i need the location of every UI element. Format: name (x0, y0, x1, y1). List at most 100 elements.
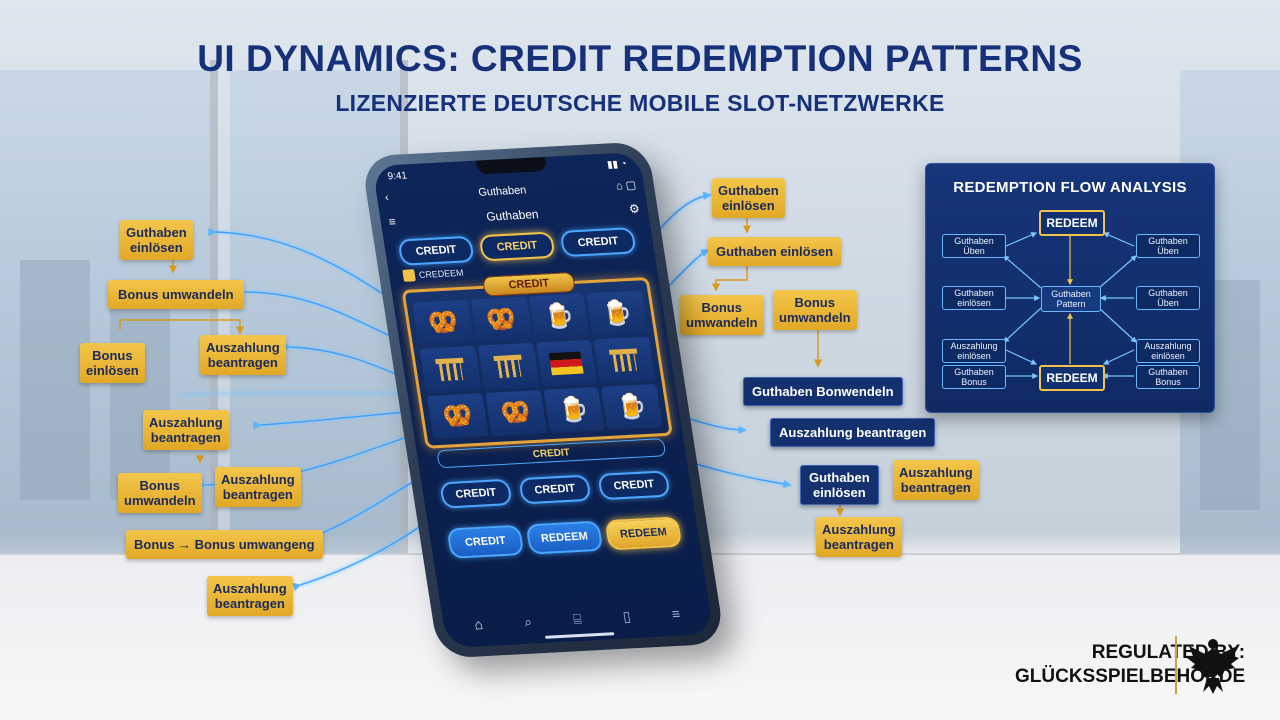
panel-left-node[interactable]: Guthaben Bonus (942, 365, 1006, 389)
left-label-guthaben-einloesen[interactable]: Guthaben einlösen (120, 220, 193, 260)
beer-icon: 🍺 (542, 386, 605, 434)
left-label-text: Auszahlung beantragen (221, 472, 295, 502)
status-time: 9:41 (386, 170, 408, 183)
nav-actions-icon[interactable]: ⌂ ▢ (615, 178, 637, 193)
left-label-text: Guthaben einlösen (126, 225, 187, 255)
right-label-guthaben-einloesen-2[interactable]: Guthaben einlösen (708, 237, 842, 266)
left-label-text: Bonus umwandeln (124, 478, 196, 508)
left-label-text: Auszahlung beantragen (213, 581, 287, 611)
gift-icon[interactable]: ⌸ (571, 610, 583, 627)
page-title: UI DYNAMICS: CREDIT REDEMPTION PATTERNS (197, 38, 1083, 79)
right-label-guthaben-einloesen[interactable]: Guthaben einlösen (712, 178, 785, 218)
header-title: Guthaben (485, 206, 540, 224)
panel-title: REDEMPTION FLOW ANALYSIS (953, 179, 1187, 196)
regulator-line-2: GLÜCKSSPIELBEHÖRDE (1015, 666, 1246, 687)
left-label-auszahlung-3[interactable]: Auszahlung beantragen (215, 467, 301, 507)
right-label-bonus-umwandeln-2[interactable]: Bonus umwandeln (773, 290, 857, 330)
panel-arrows (1003, 232, 1137, 379)
right-label-text: Guthaben einlösen (718, 183, 779, 213)
left-label-text: Auszahlung beantragen (206, 340, 280, 370)
right-label-auszahlung-beantragen[interactable]: Auszahlung beantragen (770, 418, 936, 447)
left-label-bonus-einloesen[interactable]: Bonus einlösen (80, 343, 145, 383)
credit-pill[interactable]: CREDIT (559, 227, 637, 258)
settings-icon[interactable]: ⚙ (627, 201, 641, 217)
right-label-auszahlung-2[interactable]: Auszahlung beantragen (893, 460, 979, 500)
panel-right-node[interactable]: Guthaben Bonus (1136, 365, 1200, 389)
right-label-text: Auszahlung beantragen (779, 425, 927, 440)
panel-redeem-bottom[interactable]: REDEEM (1039, 365, 1105, 391)
credit-pill[interactable]: CREDIT (439, 478, 513, 509)
signal-icon: ▮▮ ◔ (606, 158, 628, 171)
brandenburg-gate-icon (435, 358, 466, 382)
reel-title: CREDIT (481, 271, 576, 297)
credit-button[interactable]: CREDIT (446, 524, 525, 559)
credit-pill[interactable]: CREDIT (518, 474, 592, 505)
right-label-text: Bonus umwandeln (686, 300, 758, 330)
beer-icon: 🍺 (586, 290, 649, 337)
left-label-text: Bonus umwandeln (118, 287, 234, 302)
panel-center-node[interactable]: Guthaben Pattern (1041, 286, 1101, 312)
redeem-button[interactable]: REDEEM (525, 520, 604, 555)
brandenburg-gate-icon (609, 348, 640, 372)
left-label-text: Auszahlung beantragen (149, 415, 223, 445)
tab-bar: ⌂ ⌕ ⌸ ▯ ≡ (452, 600, 703, 637)
left-label-auszahlung-2[interactable]: Auszahlung beantragen (143, 410, 229, 450)
right-label-text: Auszahlung beantragen (822, 522, 896, 552)
left-label-text: Bonus → Bonus umwangeng (134, 537, 315, 552)
regulator-divider (1175, 636, 1177, 694)
home-icon[interactable]: ⌂ (473, 615, 484, 633)
gate-cell (477, 343, 540, 390)
panel-right-node[interactable]: Guthaben Üben (1136, 234, 1200, 258)
right-label-text: Guthaben einlösen (716, 244, 834, 259)
nav-title: Guthaben (477, 184, 528, 199)
credit-pill-selected[interactable]: CREDIT (478, 231, 556, 262)
right-label-guthaben-einloesen-3[interactable]: Guthaben einlösen (800, 465, 879, 505)
german-flag-icon (549, 351, 585, 376)
flag-cell (535, 340, 598, 387)
gate-cell (419, 346, 482, 393)
gate-cell (593, 336, 656, 384)
federal-eagle-icon (1187, 639, 1239, 694)
left-label-bonus-umwandeln-2[interactable]: Bonus umwandeln (118, 473, 202, 513)
right-label-auszahlung-3[interactable]: Auszahlung beantragen (816, 517, 902, 557)
hamburger-icon[interactable]: ≡ (387, 214, 397, 229)
coin-icon (402, 269, 416, 282)
credit-pill[interactable]: CREDIT (397, 235, 475, 266)
redeem-chip-label: CREDEEM (418, 267, 465, 281)
panel-right-node[interactable]: Guthaben Üben (1136, 286, 1200, 310)
panel-redeem-top[interactable]: REDEEM (1039, 210, 1105, 236)
redeem-chip[interactable]: CREDEEM (402, 267, 464, 282)
left-label-auszahlung-4[interactable]: Auszahlung beantragen (207, 576, 293, 616)
pretzel-icon: 🥨 (484, 389, 547, 437)
slot-reels: CREDIT 🥨 🥨 🍺 🍺 🥨 🥨 🍺 🍺 (401, 271, 674, 449)
pretzel-icon: 🥨 (470, 296, 533, 344)
right-label-text: Bonus umwandeln (779, 295, 851, 325)
redeem-button-gold[interactable]: REDEEM (604, 516, 683, 551)
page-subtitle: LIZENZIERTE DEUTSCHE MOBILE SLOT-NETZWER… (335, 90, 945, 116)
right-label-bonus-umwandeln[interactable]: Bonus umwandeln (680, 295, 764, 335)
home-indicator (544, 632, 615, 639)
pretzel-icon: 🥨 (412, 299, 475, 347)
wallet-icon[interactable]: ▯ (621, 607, 632, 624)
panel-left-node[interactable]: Auszahlung einlösen (942, 339, 1006, 363)
panel-left-node[interactable]: Guthaben einlösen (942, 286, 1006, 310)
right-label-text: Guthaben einlösen (809, 470, 870, 500)
redemption-flow-panel: REDEMPTION FLOW ANALYSIS REDEEM REDEEM G… (925, 163, 1215, 413)
left-label-bonus-umwangeng[interactable]: Bonus → Bonus umwangeng (126, 530, 323, 559)
panel-right-node[interactable]: Auszahlung einlösen (1136, 339, 1200, 363)
brandenburg-gate-icon (493, 355, 524, 379)
right-label-guthaben-bonwendeln[interactable]: Guthaben Bonwendeln (743, 377, 903, 406)
left-label-auszahlung-1[interactable]: Auszahlung beantragen (200, 335, 286, 375)
left-label-bonus-umwandeln[interactable]: Bonus umwandeln (108, 280, 244, 309)
left-label-text: Bonus einlösen (86, 348, 139, 378)
beer-icon: 🍺 (528, 293, 591, 341)
menu-icon[interactable]: ≡ (670, 605, 682, 622)
back-icon[interactable]: ‹ (384, 191, 390, 204)
right-label-text: Auszahlung beantragen (899, 465, 973, 495)
pretzel-icon: 🥨 (426, 392, 489, 440)
beer-icon: 🍺 (600, 383, 663, 430)
search-icon[interactable]: ⌕ (522, 612, 533, 630)
credit-pill[interactable]: CREDIT (597, 470, 671, 501)
panel-left-node[interactable]: Guthaben Üben (942, 234, 1006, 258)
right-label-text: Guthaben Bonwendeln (752, 384, 894, 399)
